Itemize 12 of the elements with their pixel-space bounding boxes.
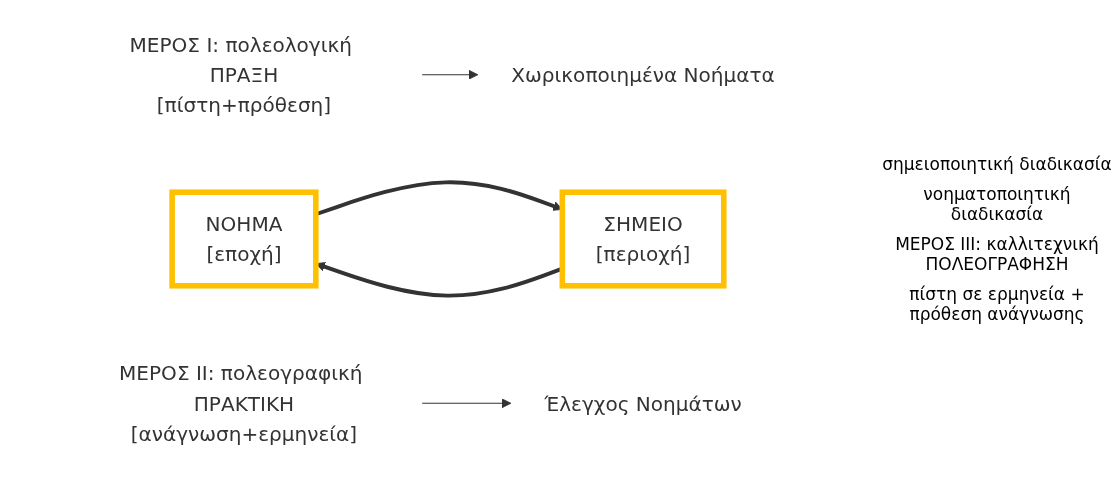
note-text: σημειοποιητική διαδικασία bbox=[882, 154, 1112, 174]
note-text: πίστη σε ερμηνεία + πρόθεση ανάγνωσης bbox=[908, 284, 1086, 324]
node-text: Έλεγχος Νοημάτων bbox=[544, 391, 742, 415]
node-text: ΜΕΡΟΣ II: πολεογραφική ΠΡΑΚΤΙΚΗ [ανάγνωση+ερμηνεία] bbox=[119, 361, 363, 446]
note-text: νοηματοποιητική διαδικασία bbox=[922, 184, 1072, 224]
node-text: ΜΕΡΟΣ I: πολεολογική ΠΡΑΞΗ [πίστη+πρόθεση] bbox=[129, 32, 353, 117]
node-box: ΝΟΗΜΑ [εποχή] bbox=[169, 189, 319, 289]
node-text: Χωρικοποιημένα Νοήματα bbox=[511, 63, 775, 87]
arrow bbox=[421, 398, 512, 409]
arrow bbox=[421, 69, 479, 80]
note-text: ΜΕΡΟΣ III: καλλιτεχνική ΠΟΛΕΟΓΡΑΦΗΣΗ bbox=[894, 234, 1100, 274]
node-box: ΣΗΜΕΙΟ [περιοχή] bbox=[559, 189, 727, 289]
